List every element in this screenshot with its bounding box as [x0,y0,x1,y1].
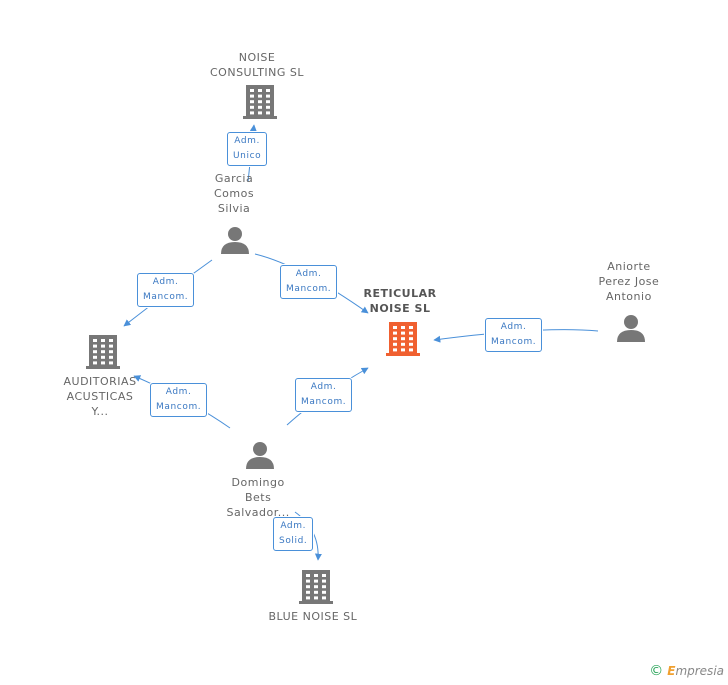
edge-label-line: Adm. [500,322,527,332]
edge-label-line: Adm. [152,277,179,287]
person-icon-aniorte[interactable] [617,315,645,342]
node-label-line: Antonio [606,290,652,303]
node-label-line: Comos [214,187,255,200]
node-label-line: Aniorte [607,260,651,273]
edge-label-aniorte-to-reticular[interactable]: Adm. Mancom. [485,318,543,352]
edge-label-garcia-to-reticular[interactable]: Adm. Mancom. [280,265,338,299]
node-label-line: Silvia [217,202,251,215]
edge-label-domingo-to-blue_noise[interactable]: Adm. Solid. [273,517,314,551]
edge-label-line: Mancom. [301,397,347,407]
edge-label-line: Unico [233,151,262,161]
edge-label-garcia-to-noise_consulting[interactable]: Adm. Unico [227,132,268,166]
edge-label-line: Adm. [165,387,192,397]
brand-name: mpresia [675,664,724,678]
edge-label-line: Adm. [310,382,337,392]
copyright-icon: © [649,663,664,679]
edge-domingo-to-blue_noise [294,511,322,561]
edge-label-line: Mancom. [491,337,537,347]
empresia-watermark: ©Empresia [649,663,724,679]
node-label-line: Perez Jose [598,275,660,288]
node-label-reticular[interactable]: RETICULAR NOISE SL [364,286,437,316]
node-label-line: Bets [244,491,272,504]
node-label-auditorias[interactable]: AUDITORIAS ACUSTICAS Y... [64,374,137,419]
edge-label-line: Mancom. [143,292,189,302]
edge-label-line: Mancom. [156,402,202,412]
edge-label-line: Solid. [279,536,308,546]
node-label-line: Y... [91,405,109,418]
edge-label-line: Mancom. [286,284,332,294]
brand-initial: E [667,664,676,678]
node-label-line: BLUE NOISE SL [268,610,358,623]
node-label-line: AUDITORIAS [63,375,137,388]
node-label-line: NOISE [238,51,276,64]
edge-label-domingo-to-auditorias[interactable]: Adm. Mancom. [150,383,208,417]
node-label-line: CONSULTING SL [210,66,305,79]
node-label-line: NOISE SL [369,302,431,315]
person-icon-domingo[interactable] [246,442,274,469]
node-label-line: RETICULAR [363,287,437,300]
person-icon-garcia[interactable] [221,227,249,254]
building-icon-auditorias[interactable] [86,335,120,369]
edge-label-domingo-to-reticular[interactable]: Adm. Mancom. [295,378,353,412]
building-icon-blue_noise[interactable] [299,570,333,604]
building-icon-noise_consulting[interactable] [243,85,277,119]
edge-label-line: Adm. [234,136,260,146]
building-icon-reticular[interactable] [386,322,420,356]
edge-label-line: Adm. [295,269,322,279]
edge-label-line: Adm. [280,521,307,531]
node-label-noise_consulting[interactable]: NOISE CONSULTING SL [210,50,304,80]
edge-label-garcia-to-auditorias[interactable]: Adm. Mancom. [137,273,195,307]
node-label-line: Garcia [214,172,254,185]
node-label-line: ACUSTICAS [66,390,134,403]
node-label-blue_noise[interactable]: BLUE NOISE SL [269,609,358,624]
node-label-line: Salvador... [226,506,290,519]
node-label-line: Domingo [231,476,285,489]
